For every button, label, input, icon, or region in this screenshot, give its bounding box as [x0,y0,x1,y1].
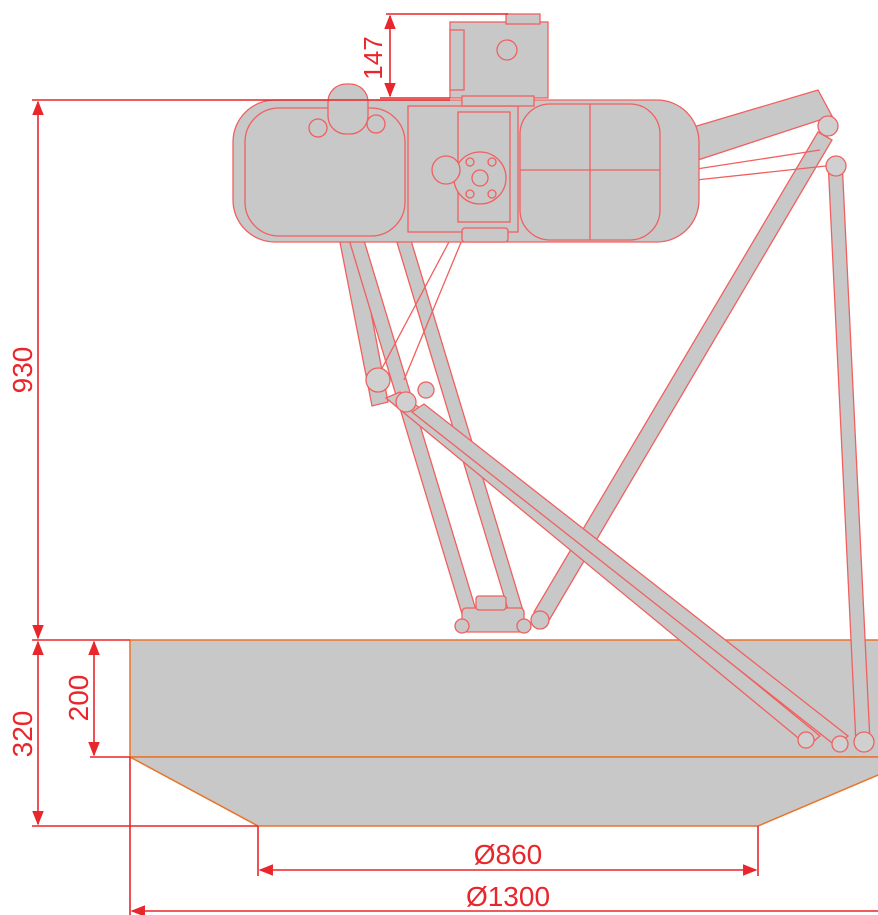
rod-2 [403,239,463,381]
joint-lower-right-1 [853,731,875,753]
dimension-labels: 147 930 320 200 Ø860 Ø1300 [7,36,550,912]
dim-label-1300: Ø1300 [466,881,550,912]
joint-lower-right-3 [831,735,849,753]
effector-joint-arm [530,610,550,630]
joints [365,115,875,753]
robot-arms [317,89,871,747]
base-joint-left [308,118,328,138]
joint-mid-3 [417,381,435,399]
joint-lower-right-2 [797,731,815,749]
top-tab [505,13,541,25]
rod-4 [695,165,827,181]
top-box-side [449,29,465,91]
forearm-lower-b [410,403,850,747]
effector-plate [461,607,525,633]
dim-label-200: 200 [63,675,94,722]
top-box-hole-icon [496,39,518,61]
joint-right-top [817,115,839,137]
base-joint-left-2 [366,114,386,134]
base-left-pod [244,107,406,237]
joint-mid-2 [395,391,417,413]
joint-mid-1 [365,367,391,393]
effector-joint-right [516,618,532,634]
top-neck [461,95,535,107]
motor-hub-icon [471,169,489,187]
end-effector [454,595,550,634]
workspace-volume [129,639,878,827]
top-box [449,21,549,99]
workspace-frustum [129,756,878,827]
effector-joint-left [454,618,470,634]
joint-right-2 [825,155,847,177]
pulley-hole-1 [465,157,475,167]
pulley-hole-2 [487,157,497,167]
rod-1 [379,239,451,373]
dim-label-860: Ø860 [474,839,543,870]
effector-bar [475,595,507,611]
motor-flange [461,227,509,243]
side-gear-icon [431,155,461,185]
dim-label-147: 147 [358,36,388,79]
rod-3 [689,149,821,171]
pulley-hole-4 [487,189,497,199]
left-knob [327,83,369,135]
robot-base [232,83,700,243]
top-mount [449,13,549,107]
dim-label-320: 320 [7,711,38,758]
dim-label-930: 930 [7,347,38,394]
pulley-hole-3 [465,189,475,199]
forearm-lower-a [384,391,822,747]
dimension-lines [32,13,878,915]
